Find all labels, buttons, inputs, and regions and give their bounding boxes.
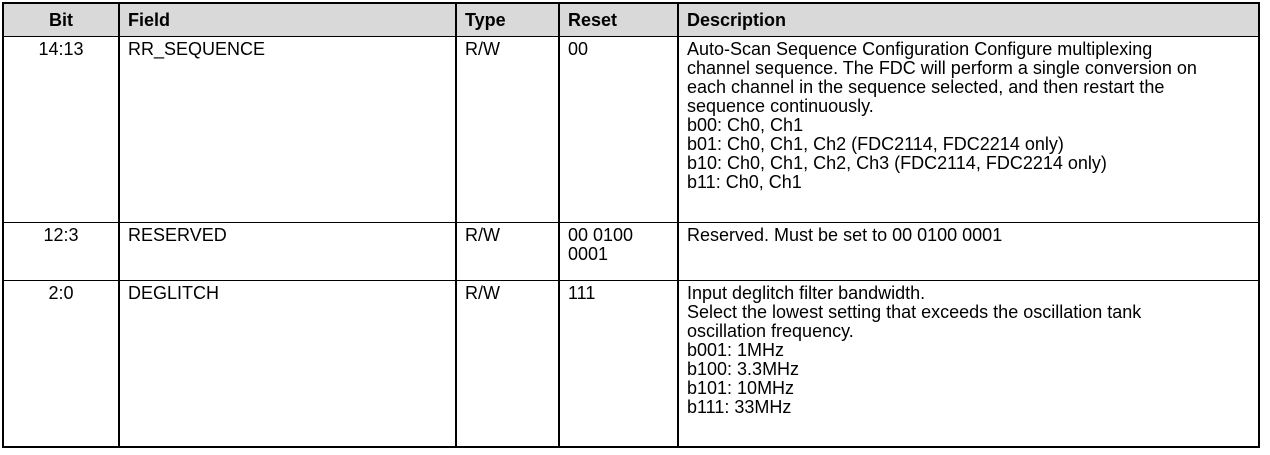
field-cell: RESERVED [118,222,457,281]
type-cell: R/W [455,280,560,447]
table-row-deglitch: 2:0 DEGLITCH R/W 111 Input deglitch filt… [2,280,1260,447]
column-header-description: Description [677,2,1260,37]
column-header-bit: Bit [2,2,120,37]
column-header-type: Type [455,2,560,37]
column-header-field: Field [118,2,457,37]
description-cell: Input deglitch filter bandwidth.Select t… [677,280,1260,447]
type-cell: R/W [455,36,560,223]
field-cell: RR_SEQUENCE [118,36,457,223]
register-table-container: Bit Field Type Reset Description 14:13 R… [2,2,1260,448]
bit-cell: 12:3 [2,222,120,281]
bit-cell: 14:13 [2,36,120,223]
type-cell: R/W [455,222,560,281]
register-field-table: Bit Field Type Reset Description 14:13 R… [2,2,1260,448]
field-cell: DEGLITCH [118,280,457,447]
table-row-rr-sequence: 14:13 RR_SEQUENCE R/W 00 Auto-Scan Seque… [2,36,1260,223]
reset-cell: 111 [558,280,679,447]
description-cell: Auto-Scan Sequence Configuration Configu… [677,36,1260,223]
column-header-reset: Reset [558,2,679,37]
description-cell: Reserved. Must be set to 00 0100 0001 [677,222,1260,281]
table-header-row: Bit Field Type Reset Description [2,2,1260,37]
bit-cell: 2:0 [2,280,120,447]
reset-cell: 00 [558,36,679,223]
